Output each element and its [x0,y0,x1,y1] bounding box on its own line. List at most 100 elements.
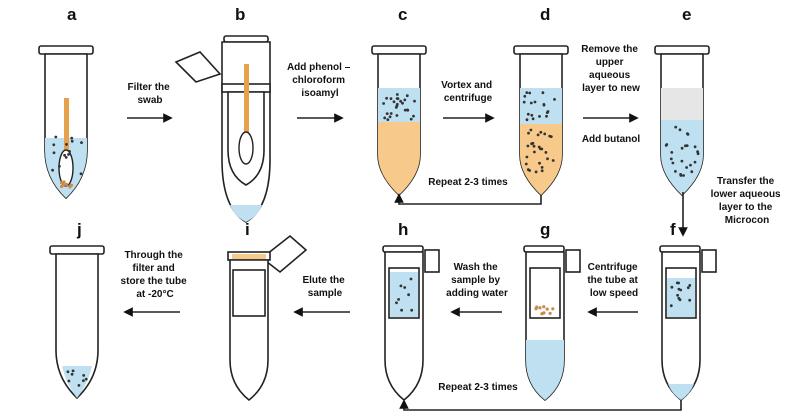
particle-dot [71,369,75,373]
label-b: b [235,5,245,24]
particle-dot [395,301,398,305]
particle-dot [395,102,399,106]
particle-dot [553,98,556,101]
particle-dot [403,98,407,102]
particle-dot [79,172,83,176]
particle-dot [412,114,415,118]
particle-dot [70,136,74,140]
particle-dot [526,112,530,116]
particle-dot [68,150,71,153]
tube-d-dots-lower [524,128,555,174]
particle-dot [67,153,70,156]
particle-dot [669,304,673,308]
tube-g-cap [523,245,565,253]
particle-dot [540,166,544,169]
particle-dot [527,131,530,135]
particle-dot [395,93,399,96]
particle-dot [526,144,530,148]
particle-dot [392,100,396,104]
caption-add-phenol: Add phenol – chloroform isoamyl [287,62,353,99]
tube-g: g [523,220,581,402]
particle-dot [546,157,549,161]
particle-dot [534,307,538,311]
particle-dot [677,281,680,285]
particle-dot [403,108,407,112]
tube-c-organic-layer [378,122,420,195]
caption-repeat-top: Repeat 2-3 times [428,177,508,188]
particle-dot [680,146,684,150]
particle-dot [68,185,72,189]
particle-dot [386,118,390,121]
tube-j-dots [66,369,88,387]
particle-dot [534,170,538,174]
particle-dot [52,143,56,147]
particle-dot [532,144,536,148]
caption-transfer-lower: Transfer the lower aqueous layer to the … [711,176,784,226]
swab-head [58,149,74,187]
tube-d-cap [513,45,569,55]
particle-dot [539,130,543,134]
particle-dot [544,151,548,154]
tube-a-cap [38,45,94,55]
tube-h-lid [424,249,440,273]
particle-dot [689,163,692,167]
particle-dot [538,161,541,165]
arrow-vortex: Vortex and centrifuge [441,80,495,123]
tube-j-eluate [62,366,92,398]
particle-dot [671,161,675,165]
particle-dot [80,141,83,145]
particle-dot [545,114,548,118]
particle-dot [542,305,546,309]
label-c: c [398,5,407,24]
particle-dot [401,101,404,105]
particle-dot [528,169,531,172]
particle-dot [396,97,400,100]
tube-d-organic-layer [520,124,562,195]
caption-elute: Elute the sample [302,275,347,299]
particle-dot [399,284,403,288]
particle-dot [82,374,86,377]
particle-dot [525,118,529,122]
particle-dot [678,298,682,302]
tube-g-filter-insert [529,267,561,319]
particle-dot [693,160,697,164]
particle-dot [684,144,687,148]
particle-dot [538,115,541,118]
particle-dot [669,157,673,161]
particle-dot [678,128,682,132]
particle-dot [540,169,544,173]
tube-e-cap [654,45,710,55]
particle-dot [543,132,547,136]
swab-stick [64,98,69,158]
label-j: j [76,220,82,239]
particle-dot [67,379,71,383]
particle-dot [400,308,403,312]
repeat-loop-top: Repeat 2-3 times [394,177,542,205]
particle-dot [66,370,70,374]
tube-h-dots [395,277,414,312]
particle-dot [531,117,535,121]
tube-i-insert [232,269,266,317]
caption-filter-swab: Filter the swab [127,82,172,106]
particle-dot [674,170,677,173]
arrow-through-filter: Through the filter and store the tube at… [121,250,187,317]
tube-b-top-cap [223,35,269,43]
tube-e-cleared-layer [661,88,703,120]
tube-g-filtrate [526,340,564,400]
particle-dot [60,184,64,189]
tube-d-aqueous-layer [520,88,562,124]
particle-dot [59,181,64,185]
particle-dot [62,180,66,184]
tube-f-lid [701,249,717,273]
tube-b-liquid [230,205,262,222]
tube-j-cap [49,245,105,255]
particle-dot [70,372,74,376]
particle-dot [524,162,528,166]
particle-dot [537,145,541,149]
arrow-wash-sample: Wash the sample by adding water [446,262,508,317]
particle-dot [682,174,685,177]
tube-c-dots [382,93,416,121]
particle-dot [389,97,393,100]
particle-dot [528,91,532,95]
